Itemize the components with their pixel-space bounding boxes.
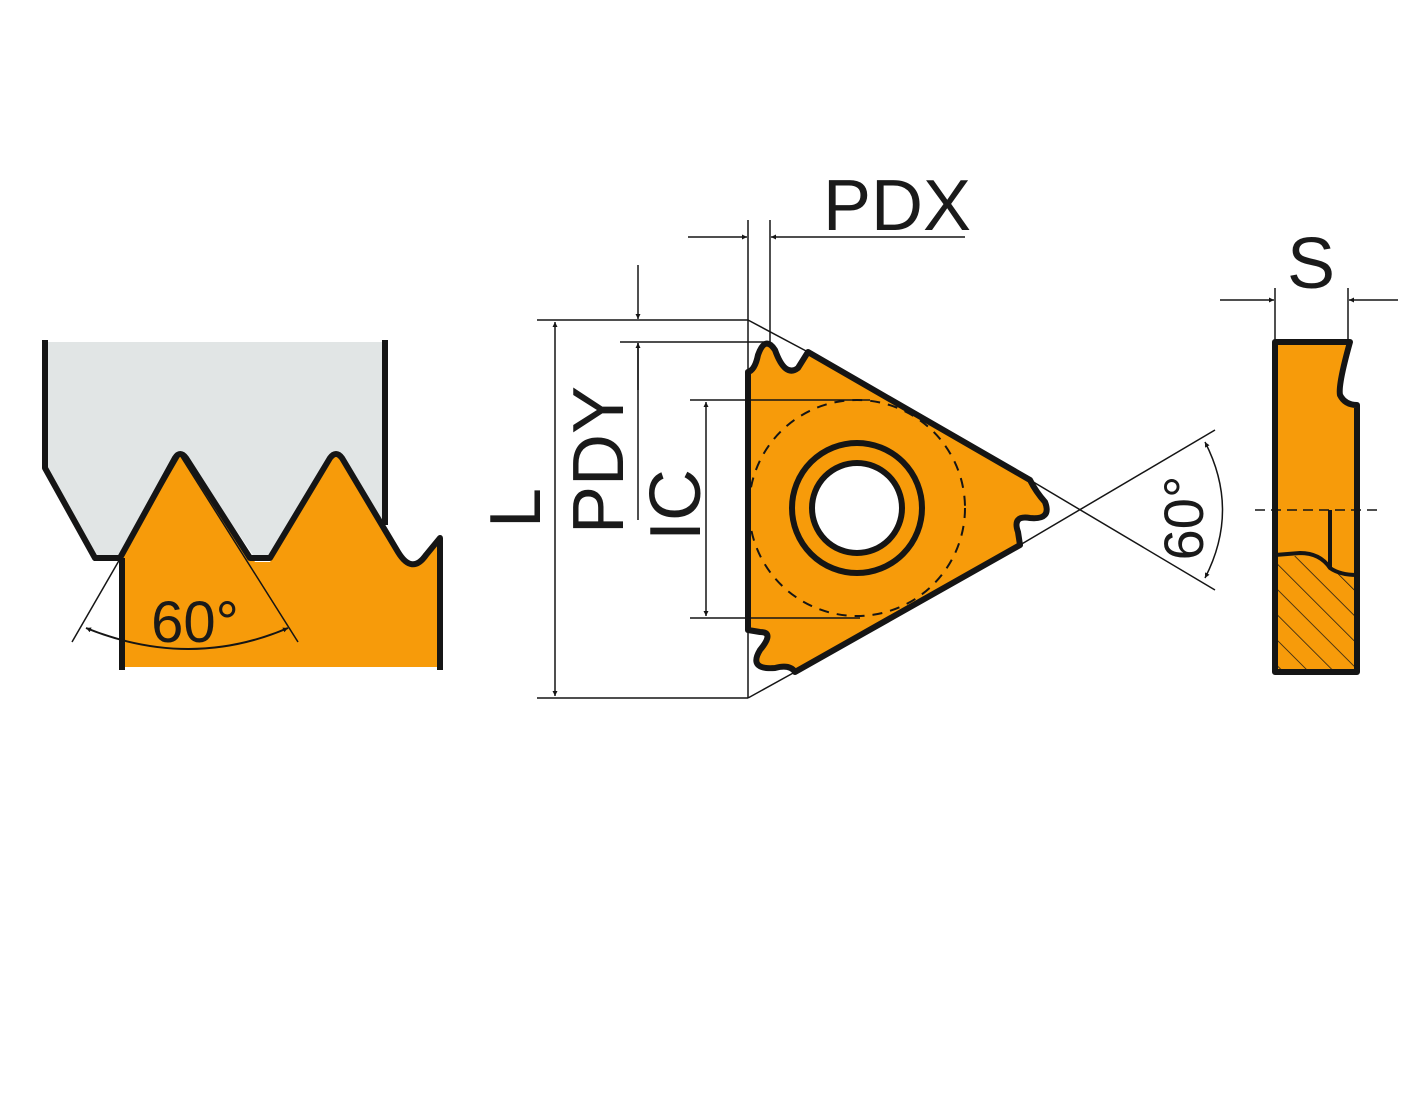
tip-angle-label: 60° — [1152, 476, 1215, 561]
side-section-hatch — [1275, 555, 1357, 672]
thread-angle-label: 60° — [151, 590, 239, 655]
thread-outline — [42, 340, 443, 670]
pdx-label: PDX — [823, 166, 971, 246]
l-label: L — [476, 488, 556, 528]
ic-label: IC — [636, 469, 716, 541]
insert-side-view: S — [1220, 224, 1398, 675]
insert-top-view: PDX L PDY IC 60° — [476, 166, 1224, 699]
hole-counterbore — [789, 440, 925, 576]
mounting-hole — [809, 460, 905, 556]
insert-tooth-area — [122, 454, 440, 667]
thread-profile-view: 60° — [42, 340, 443, 670]
pdy-label: PDY — [559, 386, 639, 534]
s-label: S — [1287, 224, 1335, 304]
